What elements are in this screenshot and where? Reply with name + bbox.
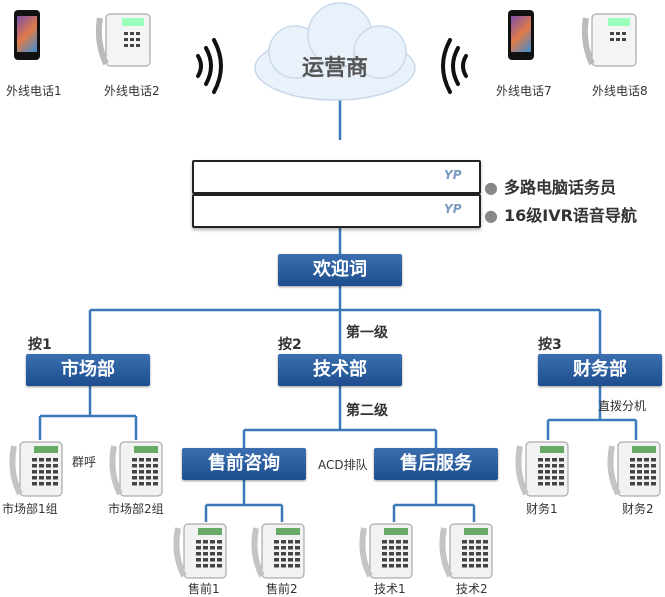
feature-label: 16级IVR语音导航 xyxy=(503,206,637,225)
outside-line-label: 外线电话1 xyxy=(6,84,62,98)
desk-phone-icon xyxy=(173,523,227,579)
desk-phone-icon xyxy=(515,441,569,497)
device-logo: YP xyxy=(444,202,462,216)
extension-label: 技术1 xyxy=(374,582,406,596)
desk-phone-icon xyxy=(359,523,413,579)
extension-label: 财务2 xyxy=(622,502,654,516)
department-box: 市场部 xyxy=(26,354,150,386)
mobile-phone-icon xyxy=(508,10,534,60)
desk-phone-icon xyxy=(9,441,63,497)
device-logo: YP xyxy=(444,168,462,182)
signal-left-icon xyxy=(196,38,223,94)
key-label: 按3 xyxy=(538,337,562,353)
desk-phone-icon xyxy=(251,523,305,579)
outside-line-label: 外线电话2 xyxy=(104,84,160,98)
key-label: 按2 xyxy=(278,337,302,353)
extension-label: 市场部2组 xyxy=(108,502,164,516)
extension-label: 财务1 xyxy=(526,502,558,516)
outside-line-label: 外线电话7 xyxy=(496,84,552,98)
feature-label: 多路电脑话务员 xyxy=(503,178,616,197)
extension-label: 技术2 xyxy=(456,582,488,596)
desk-phone-icon xyxy=(607,441,661,497)
cloud-icon xyxy=(254,2,416,101)
level-label: 第二级 xyxy=(346,403,388,419)
pbx-device: YP xyxy=(192,194,481,228)
department-box: 财务部 xyxy=(538,354,662,386)
desk-phone-icon xyxy=(96,13,151,67)
extension-label: 售前2 xyxy=(266,582,298,596)
pbx-device: YP xyxy=(192,160,481,194)
level-label: 第一级 xyxy=(346,325,388,341)
feature-item: ●多路电脑话务员 xyxy=(484,178,616,197)
signal-right-icon xyxy=(441,38,468,94)
outside-line-label: 外线电话8 xyxy=(592,84,648,98)
welcome-box: 欢迎词 xyxy=(278,254,402,286)
extension-label: 售前1 xyxy=(188,582,220,596)
key-label: 按1 xyxy=(28,337,52,353)
direct-extension-label: 直拨分机 xyxy=(598,399,647,413)
cloud-label: 运营商 xyxy=(301,56,368,81)
sub-group-box: 售前咨询 xyxy=(182,448,306,480)
sub-group-box: 售后服务 xyxy=(374,448,498,480)
desk-phone-icon xyxy=(439,523,493,579)
group-call-label: 群呼 xyxy=(72,455,97,469)
feature-item: ●16级IVR语音导航 xyxy=(484,206,637,225)
extension-label: 市场部1组 xyxy=(2,502,58,516)
department-box: 技术部 xyxy=(278,354,402,386)
acd-label: ACD排队 xyxy=(318,458,368,472)
desk-phone-icon xyxy=(582,13,637,67)
mobile-phone-icon xyxy=(14,10,40,60)
desk-phone-icon xyxy=(109,441,163,497)
